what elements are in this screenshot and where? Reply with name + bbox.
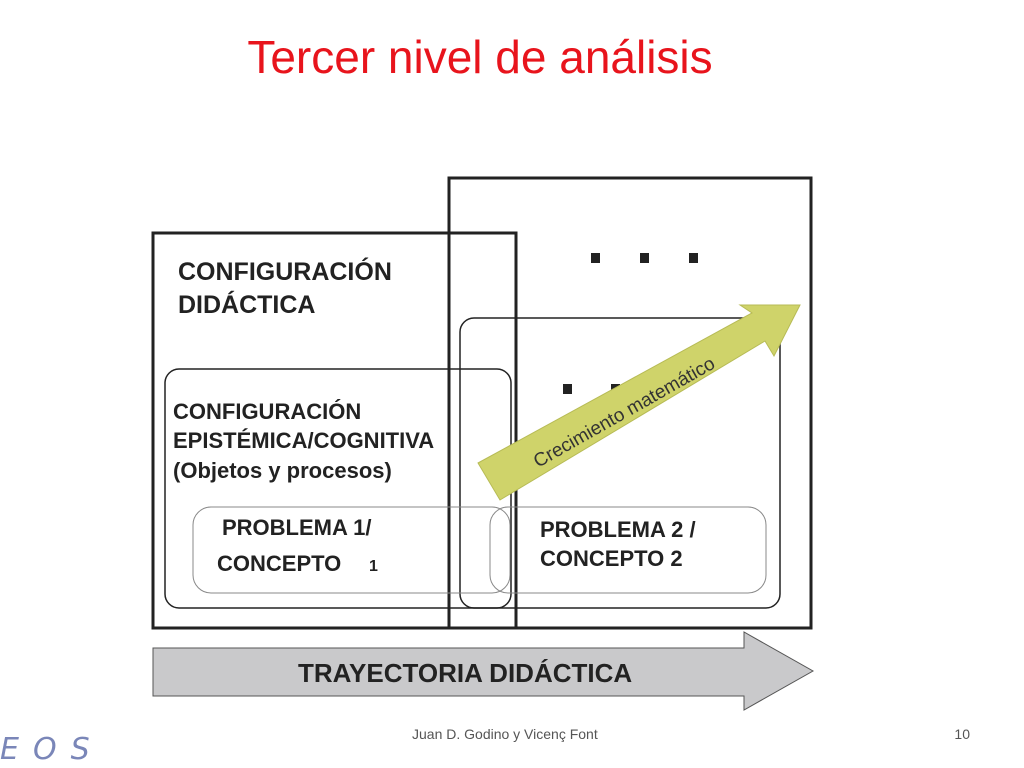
ellipsis-dot bbox=[640, 253, 649, 263]
ellipsis-dot bbox=[563, 384, 572, 394]
config-epistemica-line3: (Objetos y procesos) bbox=[173, 458, 392, 483]
problema1-line2: CONCEPTO bbox=[217, 551, 341, 576]
trajectory-arrow bbox=[152, 631, 815, 711]
problema-box-2 bbox=[489, 506, 767, 594]
config-didactica-line2: DIDÁCTICA bbox=[178, 290, 316, 319]
config-didactica-box-1 bbox=[151, 231, 518, 630]
problema2-line2: CONCEPTO 2 bbox=[540, 546, 683, 571]
problema2-line1: PROBLEMA 2 / bbox=[540, 517, 696, 542]
growth-arrow bbox=[477, 304, 801, 501]
problema1-index: 1 bbox=[369, 558, 378, 575]
page-number: 10 bbox=[954, 726, 970, 742]
config-didactica-box-2 bbox=[447, 176, 813, 630]
ellipsis-dot bbox=[689, 253, 698, 263]
slide-title: Tercer nivel de análisis bbox=[247, 31, 713, 83]
config-epistemica-box-2 bbox=[459, 317, 781, 609]
ellipsis-dot bbox=[591, 253, 600, 263]
problema-box-1 bbox=[192, 506, 511, 594]
config-epistemica-line2: EPISTÉMICA/COGNITIVA bbox=[173, 428, 434, 453]
trajectory-label: TRAYECTORIA DIDÁCTICA bbox=[298, 658, 632, 688]
eos-logo: EOS bbox=[0, 732, 104, 767]
growth-arrow-label: Crecimiento matemático bbox=[530, 353, 719, 472]
config-epistemica-line1: CONFIGURACIÓN bbox=[173, 399, 361, 424]
problema1-line1: PROBLEMA 1/ bbox=[222, 515, 372, 540]
footer-author: Juan D. Godino y Vicenç Font bbox=[412, 726, 598, 742]
config-didactica-line1: CONFIGURACIÓN bbox=[178, 256, 392, 286]
